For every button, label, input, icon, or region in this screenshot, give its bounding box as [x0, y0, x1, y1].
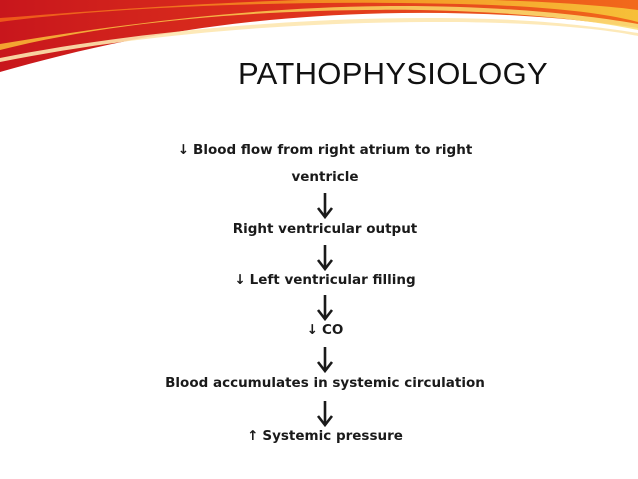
down-arrow-icon	[316, 193, 334, 220]
flow-step-1-text: Blood flow from right atrium to right	[193, 142, 473, 158]
flow-step-1b-text: ventricle	[291, 169, 359, 185]
flow-step-3-text: Left ventricular filling	[249, 272, 416, 288]
flow-step-5-text: Blood accumulates in systemic circulatio…	[165, 375, 485, 391]
pathophysiology-flowchart: ↓Blood flow from right atrium to right v…	[160, 130, 490, 450]
flow-step-6-text: Systemic pressure	[262, 428, 403, 444]
flow-step-4-text: CO	[321, 322, 344, 338]
flow-step-1-continued: ventricle	[160, 168, 490, 186]
down-arrow-icon	[316, 347, 334, 374]
down-arrow-symbol: ↓	[234, 272, 246, 288]
down-arrow-icon	[316, 295, 334, 322]
down-arrow-symbol: ↓	[177, 142, 190, 158]
decorative-swoosh-banner	[0, 0, 638, 72]
flow-step-2: Right ventricular output	[160, 220, 490, 238]
up-arrow-symbol: ↑	[247, 428, 259, 444]
down-arrow-icon	[316, 245, 334, 272]
down-arrow-icon	[316, 401, 334, 428]
slide-title: PATHOPHYSIOLOGY	[238, 56, 548, 91]
flow-step-6: ↑Systemic pressure	[160, 427, 490, 445]
flow-step-3: ↓Left ventricular filling	[160, 271, 490, 289]
flow-step-5: Blood accumulates in systemic circulatio…	[160, 374, 490, 392]
flow-step-4: ↓CO	[160, 321, 490, 339]
down-arrow-symbol: ↓	[306, 322, 318, 338]
flow-step-2-text: Right ventricular output	[232, 221, 418, 237]
flow-step-1: ↓Blood flow from right atrium to right	[160, 141, 490, 159]
